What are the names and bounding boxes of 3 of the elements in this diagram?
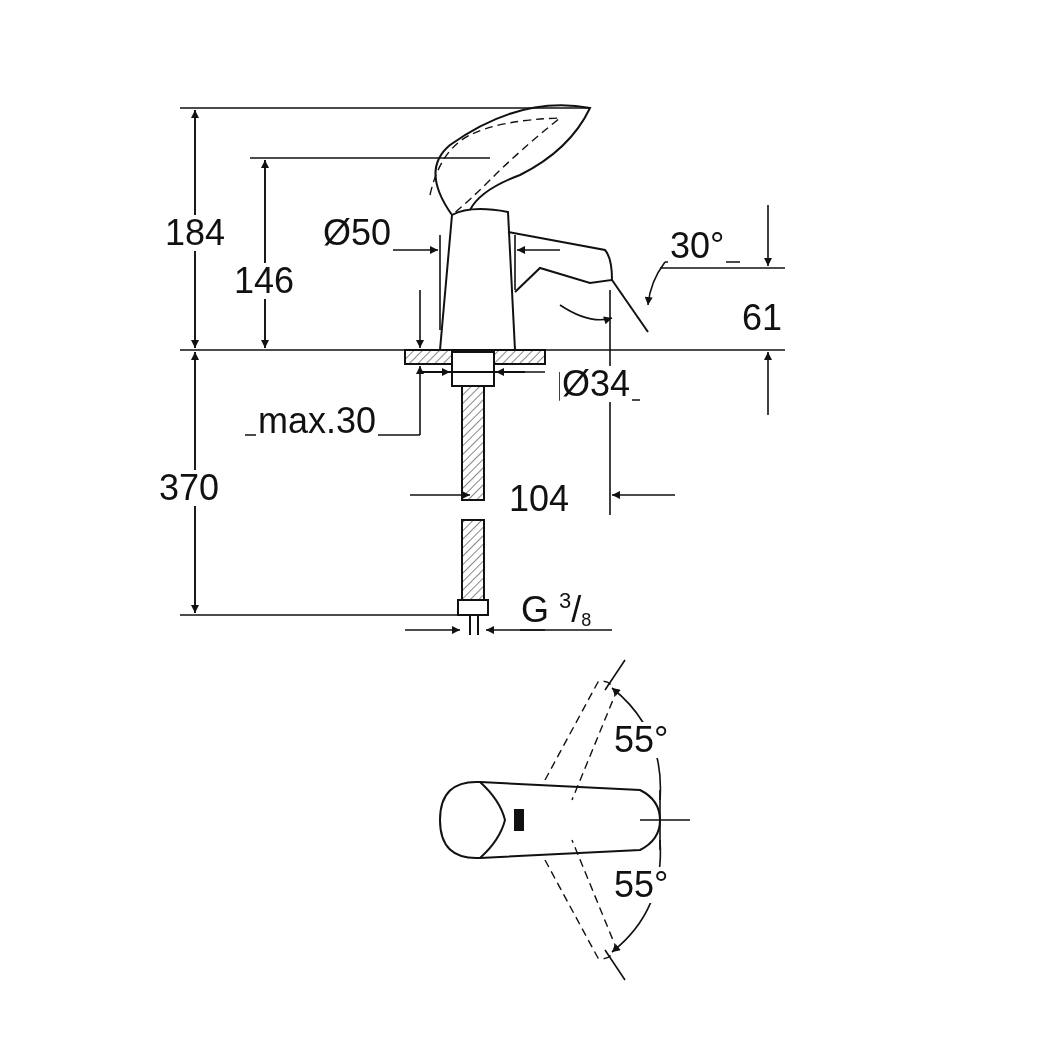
dimension-label: Ø50 xyxy=(321,215,394,251)
dimension-label: Ø34 xyxy=(560,366,633,402)
dimension-label: G $^{3}$/$_{8}$ xyxy=(519,590,594,629)
